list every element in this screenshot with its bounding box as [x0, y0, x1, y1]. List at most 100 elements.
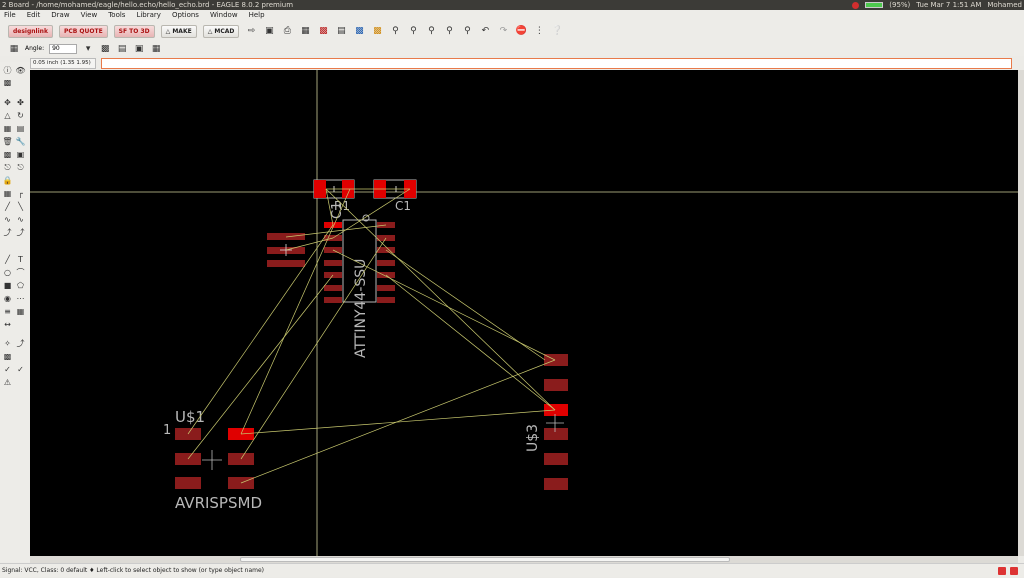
- replace-icon[interactable]: ▩: [3, 150, 12, 159]
- go-icon[interactable]: ⋮: [534, 26, 544, 36]
- zoom-fit-icon[interactable]: ⚲: [392, 26, 399, 36]
- mirror-tool-icon[interactable]: △: [4, 111, 11, 120]
- menu-library[interactable]: Library: [136, 11, 161, 19]
- menu-edit[interactable]: Edit: [26, 11, 41, 19]
- notification-icon[interactable]: [852, 1, 860, 9]
- pin1-label: 1: [163, 423, 171, 438]
- meander-icon[interactable]: ∿: [4, 215, 11, 224]
- drc-icon[interactable]: ✓: [4, 365, 11, 374]
- u3-label: U$3: [525, 424, 541, 452]
- ratsnest-icon[interactable]: ✧: [4, 339, 11, 348]
- user-label[interactable]: Mohamed: [987, 1, 1022, 9]
- menu-file[interactable]: File: [4, 11, 16, 19]
- hole-icon[interactable]: ≡: [4, 307, 11, 316]
- rotate-icon[interactable]: ↻: [17, 111, 24, 120]
- paste-icon[interactable]: ▣: [16, 150, 25, 159]
- change-icon[interactable]: ▤: [16, 124, 25, 133]
- attribute-icon[interactable]: ▦: [16, 307, 25, 316]
- polygon-icon[interactable]: ⬠: [17, 281, 24, 290]
- erc-icon[interactable]: ▩: [3, 352, 12, 361]
- make-icon: △: [165, 27, 173, 35]
- mcad-button[interactable]: △ MCAD: [202, 24, 240, 38]
- undo-icon[interactable]: ↶: [481, 26, 490, 36]
- save-icon[interactable]: ▣: [265, 26, 274, 36]
- redo-icon[interactable]: ↷: [499, 26, 508, 36]
- menu-tools[interactable]: Tools: [108, 11, 126, 19]
- smash-icon[interactable]: ▦: [3, 189, 12, 198]
- pcb-quote-button[interactable]: PCB QUOTE: [58, 24, 108, 38]
- delete-icon[interactable]: 🗑: [2, 137, 13, 146]
- airwires: [187, 188, 556, 484]
- status-grid-icon[interactable]: [998, 567, 1006, 575]
- print-icon[interactable]: ⎙: [283, 26, 291, 36]
- display-layers-icon[interactable]: ▩: [3, 78, 12, 87]
- make-label: MAKE: [172, 27, 192, 35]
- group-icon[interactable]: ▦: [3, 124, 12, 133]
- design-link-button[interactable]: designlink: [8, 24, 53, 38]
- layout-single-icon[interactable]: ▣: [134, 43, 144, 54]
- multi-route-icon[interactable]: ∿: [17, 215, 24, 224]
- dropdown-chevron-icon[interactable]: ▾: [85, 43, 91, 54]
- menu-options[interactable]: Options: [171, 11, 199, 19]
- menu-view[interactable]: View: [80, 11, 98, 19]
- script-icon[interactable]: ▩: [373, 26, 382, 36]
- text-align-icon[interactable]: ▤: [117, 43, 127, 54]
- info-icon[interactable]: ⓘ: [3, 66, 12, 75]
- zoom-redraw-icon[interactable]: ⚲: [446, 26, 453, 36]
- zoom-select-icon[interactable]: ⚲: [464, 26, 471, 36]
- move-icon[interactable]: ✥: [4, 98, 11, 107]
- menu-help[interactable]: Help: [248, 11, 265, 19]
- clock-label[interactable]: Tue Mar 7 1:51 AM: [916, 1, 982, 9]
- copy-icon[interactable]: ✤: [17, 98, 24, 107]
- circle-icon[interactable]: ○: [4, 268, 11, 277]
- command-input[interactable]: [101, 57, 1012, 69]
- status-text: Signal: VCC, Class: 0 default ♦ Left-cli…: [2, 567, 265, 574]
- ulp-icon[interactable]: ▩: [355, 26, 364, 36]
- angle-select[interactable]: 90: [49, 43, 78, 54]
- vertical-scrollbar[interactable]: [1018, 70, 1024, 556]
- zoom-out-icon[interactable]: ⚲: [428, 26, 435, 36]
- via-icon[interactable]: ◉: [4, 294, 11, 303]
- errors-warning-icon[interactable]: ⚠: [3, 378, 12, 387]
- drc-check-icon[interactable]: ✓: [17, 365, 24, 374]
- mirror-icon[interactable]: ▩: [100, 43, 110, 54]
- signal-icon[interactable]: ⋯: [16, 294, 25, 303]
- horizontal-scroll-thumb[interactable]: [240, 557, 730, 562]
- autoroute-icon[interactable]: ⤴: [16, 228, 25, 237]
- switch-schematic-icon[interactable]: ▩: [319, 26, 328, 36]
- text-tool-icon[interactable]: T: [18, 255, 23, 264]
- board-drawing[interactable]: R1 C1 C1 ATTINY44-SS: [30, 70, 1018, 556]
- menu-window[interactable]: Window: [209, 11, 238, 19]
- route-icon[interactable]: ╱: [5, 202, 10, 211]
- cam-icon[interactable]: ▦: [301, 26, 310, 36]
- board-canvas[interactable]: R1 C1 C1 ATTINY44-SS: [30, 70, 1018, 556]
- zoom-in-icon[interactable]: ⚲: [410, 26, 417, 36]
- stop-icon[interactable]: ⛔: [515, 26, 528, 36]
- wire-icon[interactable]: ╱: [5, 255, 10, 264]
- make-button[interactable]: △ MAKE: [160, 24, 197, 38]
- miter-icon[interactable]: ┌: [18, 189, 23, 198]
- status-stop-icon[interactable]: [1010, 567, 1018, 575]
- split-icon[interactable]: ⎋: [4, 163, 11, 172]
- open-icon[interactable]: ⇨: [247, 26, 256, 36]
- dimension-icon[interactable]: ↔: [4, 320, 11, 329]
- rect-icon[interactable]: ■: [3, 281, 12, 290]
- table-icon[interactable]: ▤: [337, 26, 346, 36]
- ripup-icon[interactable]: ╲: [18, 202, 23, 211]
- sf-3d-button[interactable]: SF TO 3D: [113, 24, 155, 38]
- optimize-icon[interactable]: ⎋: [17, 163, 24, 172]
- airwire-icon[interactable]: ⤴: [3, 228, 12, 237]
- horizontal-scrollbar[interactable]: [30, 556, 1018, 563]
- help-icon[interactable]: ❔: [551, 26, 564, 36]
- route-auto-icon[interactable]: ⤴: [16, 339, 25, 348]
- lock-icon[interactable]: 🔒: [2, 176, 13, 185]
- menu-draw[interactable]: Draw: [51, 11, 70, 19]
- u1-header[interactable]: U$1 1 AVRISPSMD: [163, 408, 262, 512]
- show-icon[interactable]: 👁: [15, 66, 26, 75]
- wrench-icon[interactable]: 🔧: [15, 137, 26, 146]
- u3-part[interactable]: U$3: [525, 354, 568, 490]
- arc-icon[interactable]: ⌒: [16, 268, 25, 277]
- grid-icon[interactable]: ▦: [9, 43, 19, 54]
- u1-value-label: AVRISPSMD: [175, 494, 262, 512]
- layout-grid-icon[interactable]: ▦: [151, 43, 161, 54]
